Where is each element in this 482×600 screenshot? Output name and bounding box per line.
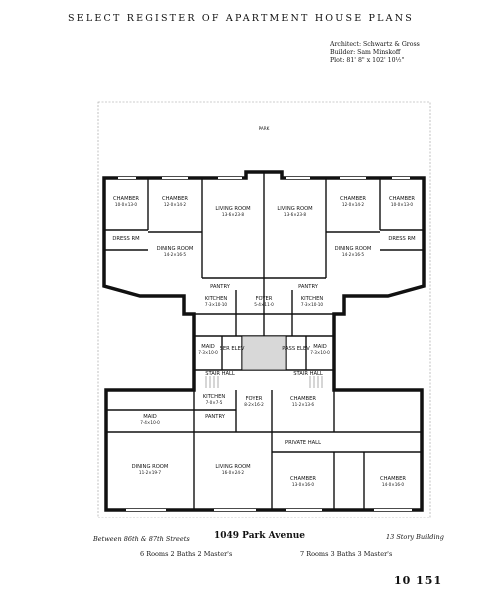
room-dimensions: 5·4×11·0 — [254, 302, 274, 307]
room-dimensions: 7·3×10·10 — [301, 302, 323, 307]
room-name: MAID — [143, 414, 157, 420]
room-dimensions: 14·2×16·5 — [342, 252, 364, 257]
architect-line: Architect: Schwartz & Gross — [330, 41, 420, 48]
room-name: STAIR HALL — [205, 371, 235, 377]
room-name: CHAMBER — [162, 196, 188, 202]
building-address: 1049 Park Avenue — [214, 531, 306, 541]
room-name: PRIVATE HALL — [285, 440, 321, 446]
plan-metadata: Architect: Schwartz & Gross Builder: Sam… — [330, 41, 420, 65]
room-name: KITCHEN — [301, 296, 324, 302]
stair-treads — [205, 376, 323, 388]
room-name: KITCHEN — [203, 394, 226, 400]
room-dimensions: 10·0×13·0 — [115, 202, 137, 207]
room-dimensions: 16·0×24·2 — [222, 470, 244, 475]
room-dimensions: 12·0×14·2 — [164, 202, 186, 207]
room-name: CHAMBER — [340, 196, 366, 202]
room-name: FOYER — [256, 296, 273, 302]
room-name: STAIR HALL — [293, 371, 323, 377]
room-name: FOYER — [246, 396, 263, 402]
room-dimensions: 11·2×13·6 — [292, 402, 314, 407]
room-dimensions: 14·0×16·0 — [382, 482, 404, 487]
room-dimensions: 7·3×10·0 — [198, 350, 218, 355]
room-dimensions: 7·4×10·0 — [140, 420, 160, 425]
room-name: CHAMBER — [380, 476, 406, 482]
room-name: PANTRY — [298, 284, 319, 290]
room-name: DRESS RM — [388, 236, 415, 242]
lot-boundary — [97, 101, 431, 518]
room-dimensions: 13·0×16·0 — [292, 482, 314, 487]
room-name: CHAMBER — [389, 196, 415, 202]
room-name: LIVING ROOM — [215, 206, 250, 212]
room-name: PANTRY — [210, 284, 231, 290]
apartment-summary-right: 7 Rooms 3 Baths 3 Master's — [300, 550, 393, 558]
room-dimensions: 13·6×23·8 — [284, 212, 306, 217]
room-name: PASS ELEV — [282, 346, 310, 352]
room-dimensions: 7·0×7·5 — [206, 400, 223, 405]
elevator-core — [241, 335, 287, 371]
room-name: DINING ROOM — [132, 464, 169, 470]
room-name: CHAMBER — [290, 396, 316, 402]
builder-line: Builder: Sam Minskoff — [330, 49, 401, 56]
page-number: 10 151 — [394, 574, 443, 587]
floor-plan: PARK — [97, 101, 431, 518]
room-name: DINING ROOM — [335, 246, 372, 252]
room-dimensions: 12·0×14·2 — [342, 202, 364, 207]
room-dimensions: 14·2×16·5 — [164, 252, 186, 257]
room-name: MAID — [313, 344, 327, 350]
room-name: LIVING ROOM — [277, 206, 312, 212]
apartment-summary-left: 6 Rooms 2 Baths 2 Master's — [140, 550, 233, 558]
plot-line: Plot: 81' 8" x 102' 10½" — [330, 57, 405, 64]
room-dimensions: 13·6×23·8 — [222, 212, 244, 217]
room-name: SER ELEV — [220, 346, 245, 352]
room-name: LIVING ROOM — [215, 464, 250, 470]
room-dimensions: 7·3×10·0 — [310, 350, 330, 355]
room-dimensions: 10·0×13·0 — [391, 202, 413, 207]
room-dimensions: 7·3×10·10 — [205, 302, 227, 307]
windows — [118, 177, 412, 511]
room-name: CHAMBER — [290, 476, 316, 482]
room-dimensions: 8·2×16·2 — [244, 402, 264, 407]
page-header: SELECT REGISTER OF APARTMENT HOUSE PLANS — [68, 13, 414, 24]
room-dimensions: 11·2×19·7 — [139, 470, 161, 475]
room-name: KITCHEN — [205, 296, 228, 302]
room-name: MAID — [201, 344, 215, 350]
story-count: 13 Story Building — [386, 533, 444, 541]
room-name: PANTRY — [205, 414, 226, 420]
park-label: PARK — [259, 126, 270, 131]
cross-streets: Between 86th & 87th Streets — [93, 535, 190, 543]
room-name: DINING ROOM — [157, 246, 194, 252]
room-name: DRESS RM — [112, 236, 139, 242]
room-name: CHAMBER — [113, 196, 139, 202]
